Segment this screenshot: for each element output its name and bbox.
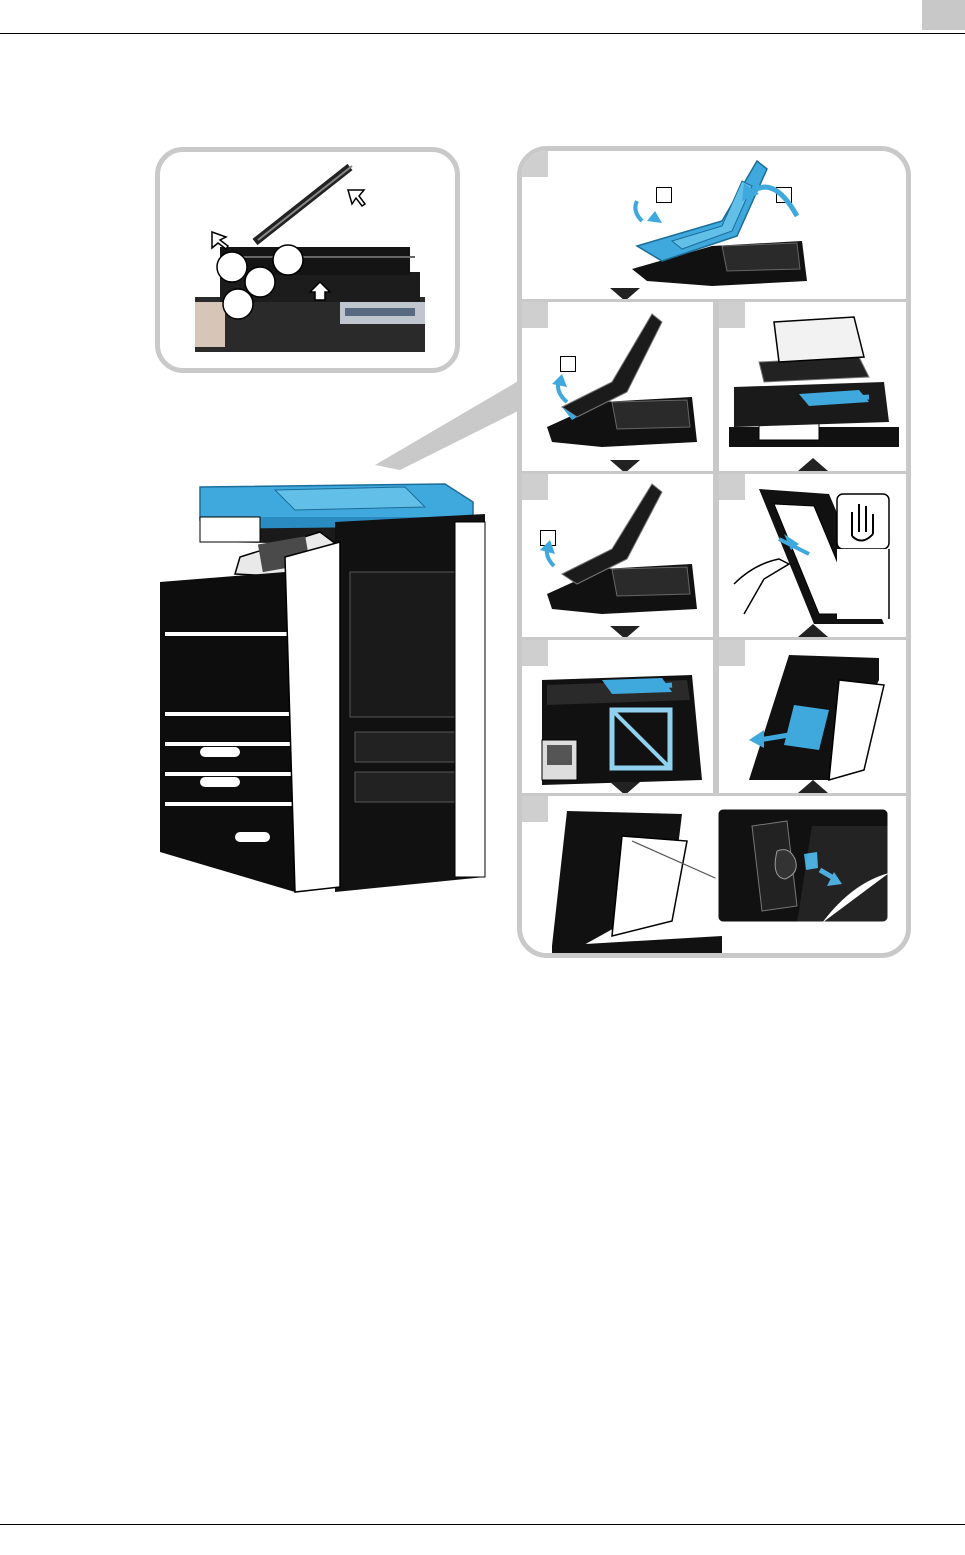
step-5-panel — [522, 793, 906, 953]
step-4-panel — [522, 637, 716, 793]
step-8-panel — [716, 299, 906, 471]
step-6-panel — [716, 637, 906, 793]
step-5-illustration — [522, 796, 906, 953]
mfp-machine-illustration — [155, 462, 495, 892]
step-1-panel — [522, 151, 906, 299]
step-8-illustration — [719, 302, 906, 471]
step-2-illustration — [522, 302, 713, 471]
footer-rule — [0, 1524, 965, 1525]
step-4-illustration — [522, 640, 713, 793]
procedure-steps-frame — [517, 146, 911, 958]
step-5-to-6-arrow — [798, 780, 828, 793]
step-3-illustration — [522, 474, 713, 637]
step-7-panel — [716, 471, 906, 637]
step-3-panel — [522, 471, 716, 637]
step-6-illustration — [719, 640, 906, 793]
step-2-panel — [522, 299, 716, 471]
step-1-illustration — [522, 151, 906, 299]
step-6-to-7-arrow — [798, 624, 828, 637]
step-7-illustration — [719, 474, 906, 637]
step-7-to-8-arrow — [798, 458, 828, 471]
